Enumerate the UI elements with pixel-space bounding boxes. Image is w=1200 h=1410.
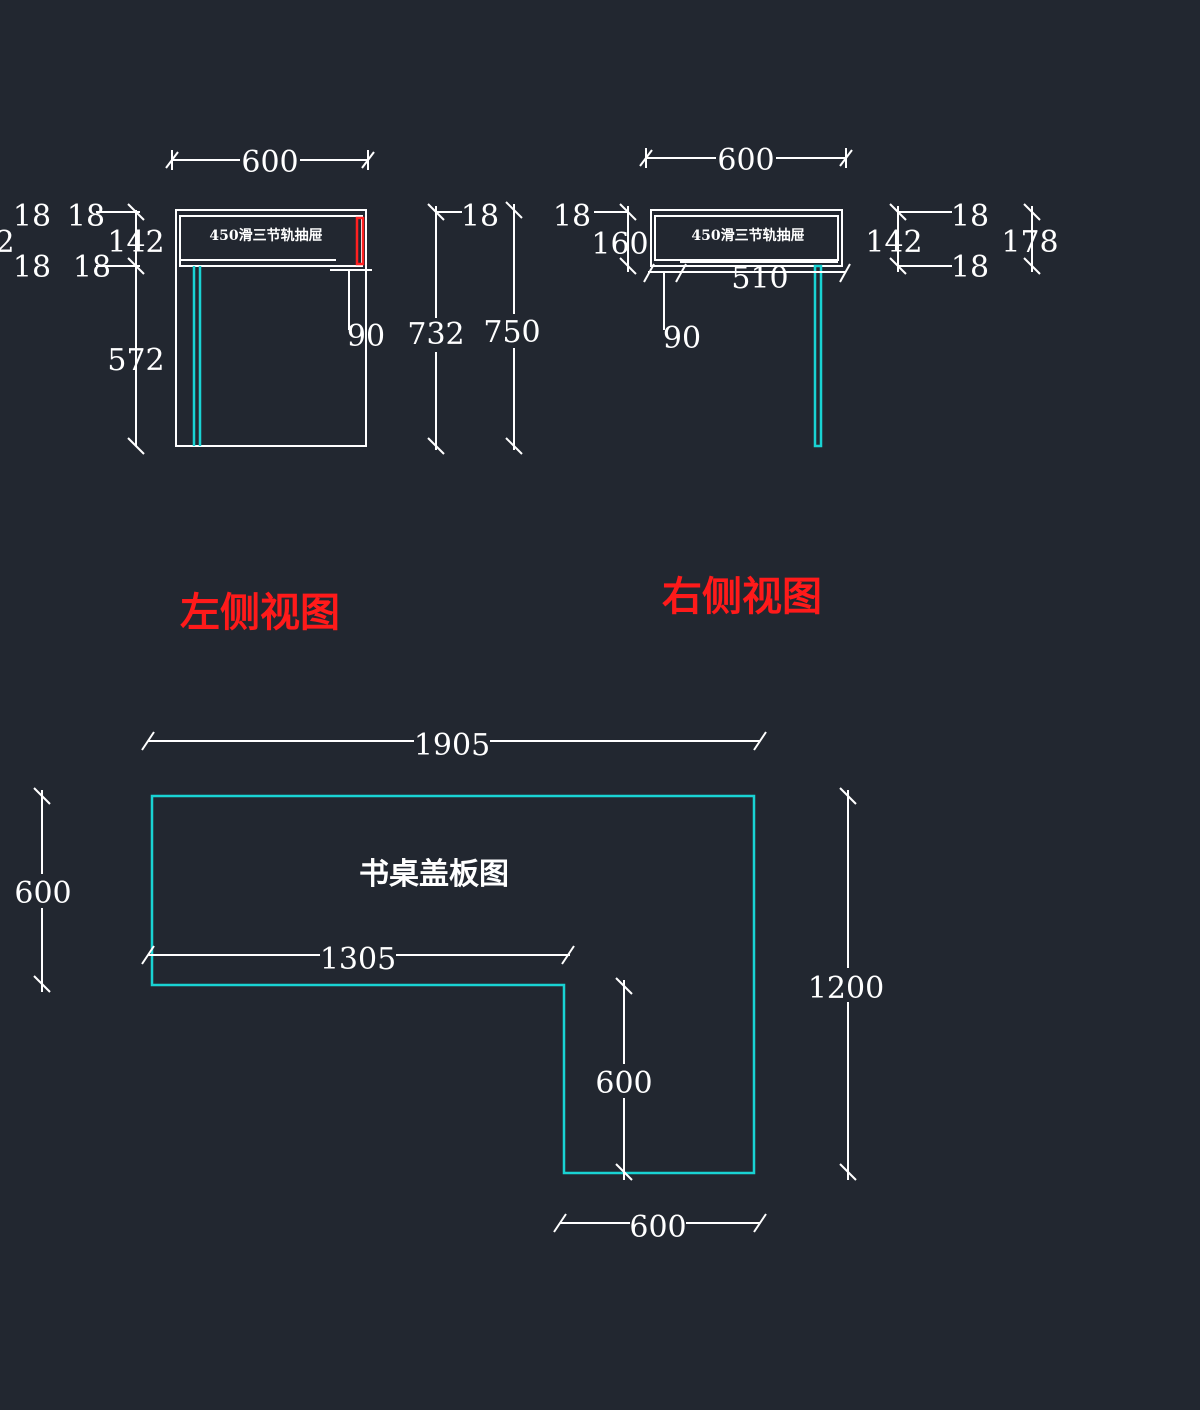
right-t-left-label: 18	[553, 199, 591, 234]
left-t2-label: 18	[67, 199, 105, 234]
left-drawer-front-red	[355, 216, 365, 266]
left-750-label: 750	[483, 315, 540, 350]
left-inset-label: 90	[347, 319, 385, 354]
right-510-tick-c	[839, 263, 851, 283]
top-1905-tick-a	[141, 731, 155, 751]
right-width-label: 600	[717, 143, 774, 178]
right-side-view: 600 450滑三节轨抽屉 18 160 510 90 18 18 142 17	[553, 143, 1059, 448]
top-inner-600-tick-a	[615, 977, 633, 995]
left-side-view: 600 450滑三节轨抽屉 18 18 18 18 2 142 572 90 1…	[0, 145, 542, 455]
right-160-label: 160	[591, 227, 648, 262]
right-view-title: 右侧视图	[662, 573, 822, 620]
left-750-tick-a	[505, 201, 523, 219]
right-178-label: 178	[1001, 225, 1058, 260]
right-width-tick-a	[639, 149, 653, 167]
left-tick-3	[127, 437, 145, 455]
right-drawer-inner	[654, 215, 839, 261]
right-510-label: 510	[731, 261, 788, 296]
top-inner-600-tick-b	[615, 1163, 633, 1181]
left-right-t-label: 18	[461, 199, 499, 234]
top-bottom-600-label: 600	[629, 1210, 686, 1245]
right-510-tick-b	[675, 263, 687, 283]
left-tick-1	[127, 203, 145, 221]
left-width-tick-a	[165, 151, 179, 169]
left-t1-label: 18	[13, 199, 51, 234]
left-width-label: 600	[241, 145, 298, 180]
top-1905-tick-b	[753, 731, 767, 751]
right-178-tick-b	[1023, 257, 1041, 275]
left-leg-h-label: 572	[107, 343, 164, 378]
left-width-tick-b	[361, 151, 375, 169]
left-750-tick-b	[505, 437, 523, 455]
top-left-600-tick-a	[33, 787, 51, 805]
top-view-title: 书桌盖板图	[359, 857, 509, 892]
top-1305-label: 1305	[320, 942, 396, 977]
right-160-tick-b	[619, 257, 637, 275]
left-drawer-h-label: 142	[107, 225, 164, 260]
top-inner-600-label: 600	[595, 1066, 652, 1101]
right-142-tick-b	[889, 257, 907, 275]
right-tr2-label: 18	[951, 250, 989, 285]
top-left-600-tick-b	[33, 975, 51, 993]
left-732-label: 732	[407, 317, 464, 352]
desk-top-outline	[150, 794, 756, 1175]
right-drawer-label: 450滑三节轨抽屉	[691, 227, 804, 244]
left-view-title: 左侧视图	[180, 589, 340, 636]
top-view: 书桌盖板图 1905 600 1305 1200 600	[14, 726, 886, 1245]
top-1305-tick-a	[141, 945, 155, 965]
right-inset-label: 90	[663, 321, 701, 356]
right-142-label: 142	[865, 225, 922, 260]
top-1200-tick-a	[839, 787, 857, 805]
top-bottom-600-tick-a	[553, 1213, 567, 1233]
left-t4-label: 18	[73, 250, 111, 285]
left-cabinet-outline	[175, 209, 367, 447]
top-1200-label: 1200	[808, 971, 884, 1006]
left-tick-2	[127, 257, 145, 275]
top-1200-tick-b	[839, 1163, 857, 1181]
right-tr1-label: 18	[951, 199, 989, 234]
right-drawer-outline	[650, 209, 843, 267]
top-bottom-600-tick-b	[753, 1213, 767, 1233]
right-510-tick-a	[643, 263, 655, 283]
left-t3-label: 18	[13, 250, 51, 285]
right-width-tick-b	[839, 149, 853, 167]
right-178-tick-a	[1023, 203, 1041, 221]
right-leg-cyan	[813, 264, 823, 448]
top-1905-label: 1905	[414, 728, 490, 763]
left-partial-label: 2	[0, 225, 15, 260]
top-left-600-label: 600	[14, 876, 71, 911]
right-142-tick-a	[889, 203, 907, 221]
left-drawer-label: 450滑三节轨抽屉	[209, 227, 322, 244]
left-732-tick-b	[427, 437, 445, 455]
right-160-tick-a	[619, 203, 637, 221]
top-1305-tick-b	[561, 945, 575, 965]
